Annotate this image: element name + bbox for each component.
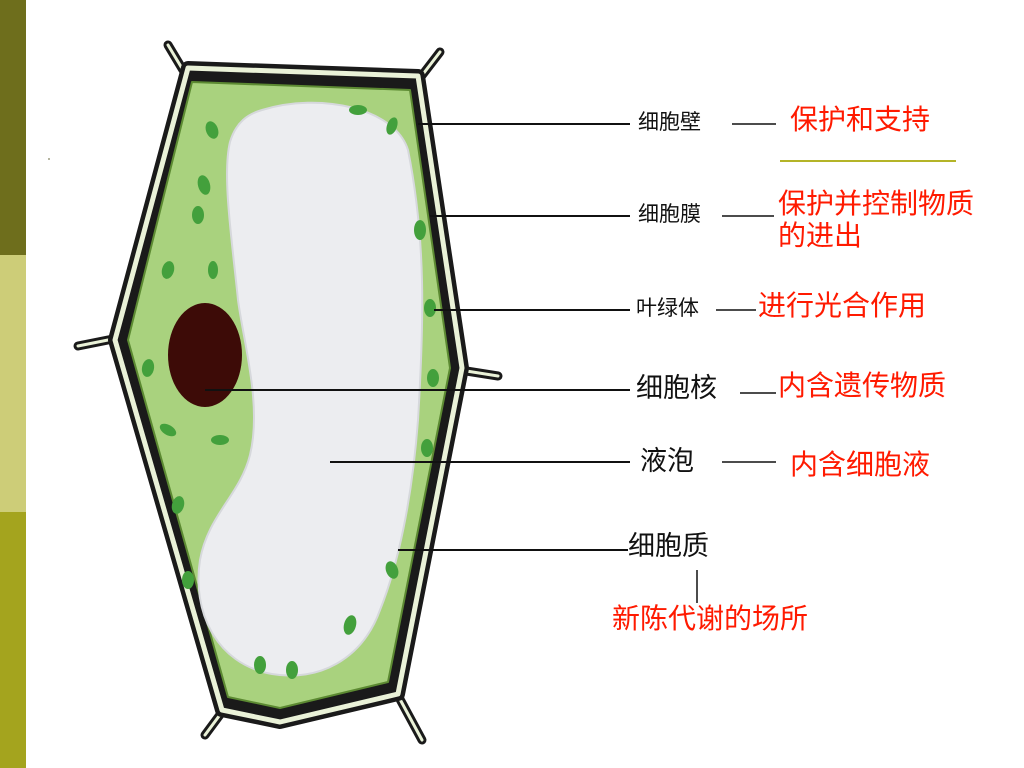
- slide-side-bar: [0, 0, 26, 768]
- chloroplasts: [141, 105, 439, 679]
- function-cell-wall: 保护和支持: [790, 103, 931, 136]
- side-bar-bottom-segment: [0, 512, 26, 768]
- side-bar-top-segment: [0, 0, 26, 255]
- function-underline: [780, 160, 956, 162]
- function-chloroplast: 进行光合作用: [758, 289, 927, 322]
- side-bar-middle-segment: [0, 255, 26, 512]
- label-chloroplast: 叶绿体: [636, 296, 699, 320]
- label-vacuole: 液泡: [640, 446, 694, 477]
- function-cytoplasm: 新陈代谢的场所: [612, 602, 809, 635]
- stray-dot: [48, 158, 50, 160]
- function-nucleus: 内含遗传物质: [778, 369, 947, 402]
- label-cytoplasm: 细胞质: [628, 531, 709, 562]
- leader-lines: [205, 123, 630, 551]
- function-connectors: [696, 123, 776, 603]
- nucleus-shape: [168, 303, 242, 407]
- label-cell-wall: 细胞壁: [638, 110, 701, 134]
- label-nucleus: 细胞核: [636, 373, 717, 404]
- function-vacuole: 内含细胞液: [790, 448, 931, 481]
- function-cell-membrane: 保护并控制物质的进出: [778, 187, 975, 253]
- label-cell-membrane: 细胞膜: [638, 202, 701, 226]
